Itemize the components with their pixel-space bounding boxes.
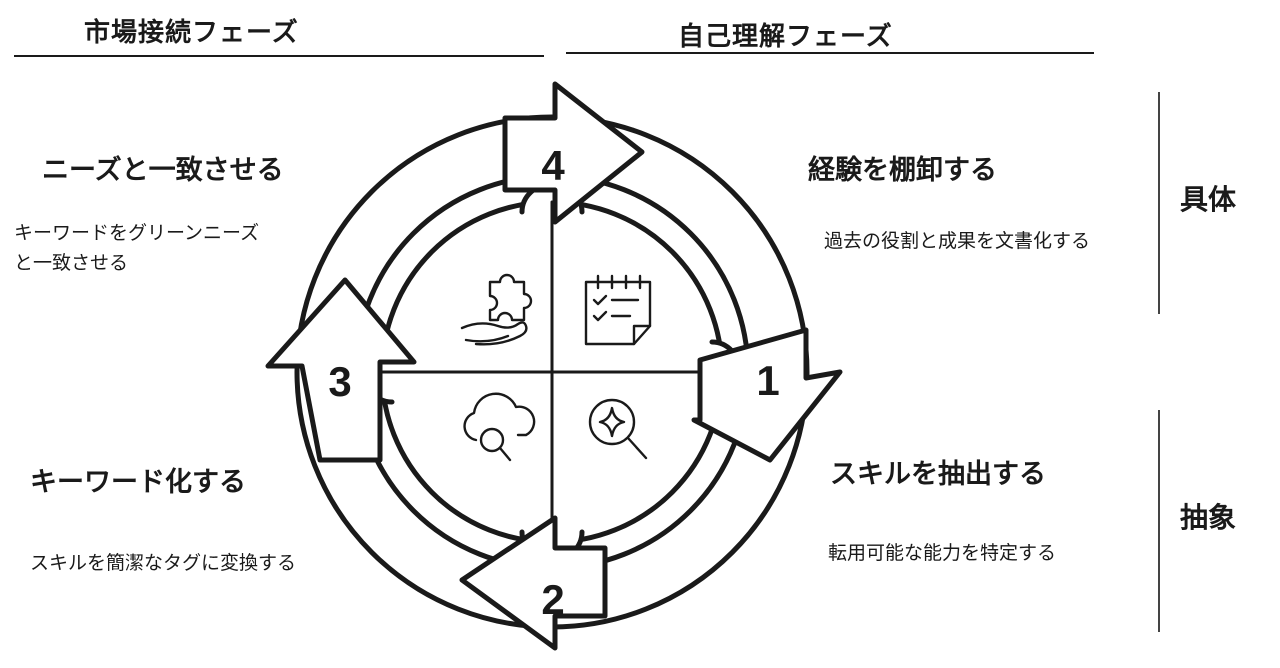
arrow-step-4 <box>502 81 645 225</box>
step-1-title: 経験を棚卸する <box>808 155 997 186</box>
step-2-title: スキルを抽出する <box>830 459 1046 490</box>
step-4-description: キーワードをグリーンニーズ と一致させる <box>14 218 259 278</box>
step-4-number: 4 <box>541 142 565 189</box>
step-3-number: 3 <box>328 358 351 405</box>
step-1-description: 過去の役割と成果を文書化する <box>824 230 1091 252</box>
arrow-step-2 <box>459 515 608 651</box>
phase-divider-market <box>14 55 544 57</box>
axis-line-abstract <box>1158 410 1160 632</box>
phase-divider-self <box>566 52 1094 54</box>
step-3-title: キーワード化する <box>30 467 246 498</box>
axis-label-abstract: 抽象 <box>1180 501 1237 534</box>
arrow-step-1 <box>691 327 843 463</box>
checklist-icon <box>584 274 652 346</box>
arrow-step-3 <box>265 277 417 463</box>
step-4-description-line: キーワードをグリーンニーズ <box>14 222 260 244</box>
step-4-description-line: と一致させる <box>14 252 129 274</box>
step-2-number: 2 <box>541 576 564 623</box>
step-2-description: 転用可能な能力を特定する <box>828 542 1057 564</box>
hand-puzzle-icon <box>460 273 533 346</box>
axis-label-concrete: 具体 <box>1180 183 1237 216</box>
phase-title-market: 市場接続フェーズ <box>84 18 299 48</box>
magnifier-sparkle-icon <box>588 398 648 460</box>
step-3-description: スキルを簡潔なタグに変換する <box>30 552 297 574</box>
cloud-search-icon <box>463 392 536 462</box>
axis-line-concrete <box>1158 92 1160 314</box>
step-1-number: 1 <box>756 357 779 404</box>
step-4-title: ニーズと一致させる <box>42 155 284 186</box>
phase-title-self: 自己理解フェーズ <box>678 22 893 52</box>
